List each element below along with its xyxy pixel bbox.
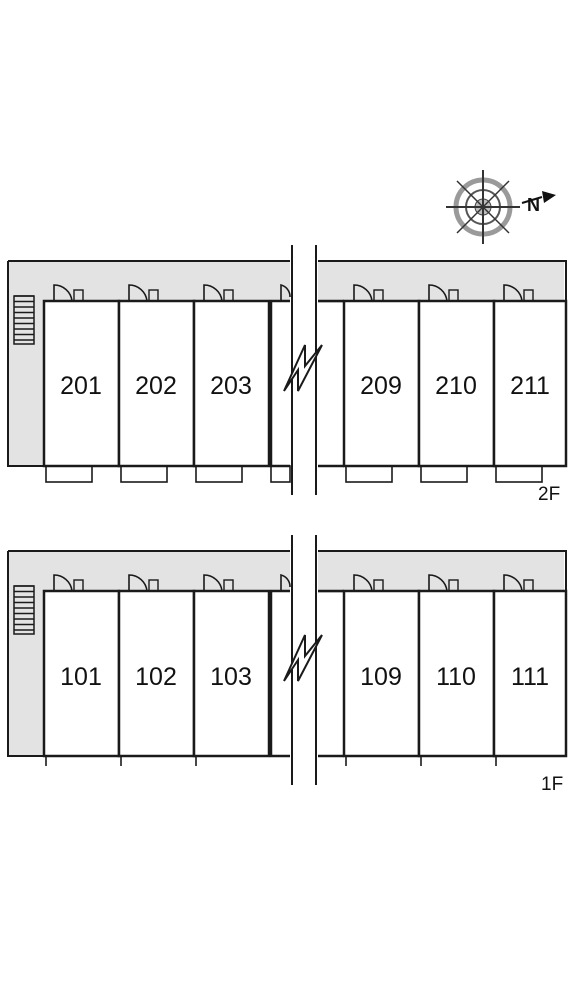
unit-box [117, 589, 196, 758]
meter-box [148, 579, 159, 592]
unit-box [42, 299, 121, 468]
door-swing [280, 283, 291, 301]
unit-box [417, 299, 496, 468]
outline-left [7, 261, 44, 467]
meter-box [148, 289, 159, 302]
door-swing [53, 284, 73, 302]
floor-2f-unit-labels: 201 202 203 209 210 211 [60, 372, 550, 400]
meter-box [223, 289, 234, 302]
unit-box [492, 589, 568, 758]
meter-box [373, 579, 384, 592]
door-swing [128, 574, 148, 592]
meter-box [373, 289, 384, 302]
door-swing [353, 284, 373, 302]
unit-209-label: 209 [360, 372, 402, 400]
door-swing [203, 284, 223, 302]
floor-1f-unit-labels: 101 102 103 109 110 111 [60, 663, 549, 691]
meter-box [523, 579, 534, 592]
door-swing [428, 574, 448, 592]
unit-box [192, 589, 271, 758]
balcony [420, 465, 468, 483]
meter-box [523, 289, 534, 302]
compass-icon [446, 170, 556, 244]
unit-203-label: 203 [210, 372, 252, 400]
door-swing [53, 574, 73, 592]
meter-box [448, 289, 459, 302]
unit-210-label: 210 [435, 372, 477, 400]
unit-box [342, 589, 421, 758]
door-swing [128, 284, 148, 302]
unit-103-label: 103 [210, 663, 252, 691]
door-swing [428, 284, 448, 302]
meter-box [223, 579, 234, 592]
door-swing [280, 573, 291, 591]
break-symbol [283, 634, 323, 682]
meter-box [73, 579, 84, 592]
meter-box [73, 289, 84, 302]
balcony [495, 465, 543, 483]
unit-101-label: 101 [60, 663, 102, 691]
balcony [45, 465, 93, 483]
balcony [120, 465, 168, 483]
break-symbol [283, 344, 323, 392]
outline-top [8, 550, 567, 593]
outline-left [7, 551, 44, 757]
unit-102-label: 102 [135, 663, 177, 691]
door-swing [203, 574, 223, 592]
balcony [345, 465, 393, 483]
door-swing [353, 574, 373, 592]
floor-1f-label: 1F [541, 774, 563, 795]
meter-box [448, 579, 459, 592]
unit-211-label: 211 [510, 372, 550, 400]
unit-201-label: 201 [60, 372, 102, 400]
floor-2f-plan [7, 245, 568, 495]
stair-landing [8, 551, 44, 756]
outline-top [8, 260, 567, 303]
stair-frame [13, 295, 35, 345]
floor-1f-plan [7, 535, 568, 785]
stair-frame [13, 585, 35, 635]
balcony [195, 465, 243, 483]
unit-box [492, 299, 568, 468]
stair-landing [8, 261, 44, 466]
walkway-right [318, 261, 564, 303]
door-swing [503, 284, 523, 302]
unit-111-label: 111 [511, 663, 549, 691]
door-swing [503, 574, 523, 592]
balcony [270, 465, 291, 483]
unit-partial-right [318, 589, 344, 758]
unit-109-label: 109 [360, 663, 402, 691]
north-label: N [527, 195, 540, 215]
unit-partial-right [318, 299, 344, 468]
walkway-right [318, 551, 564, 593]
floor-2f-label: 2F [538, 484, 560, 505]
unit-202-label: 202 [135, 372, 177, 400]
unit-110-label: 110 [436, 663, 476, 691]
